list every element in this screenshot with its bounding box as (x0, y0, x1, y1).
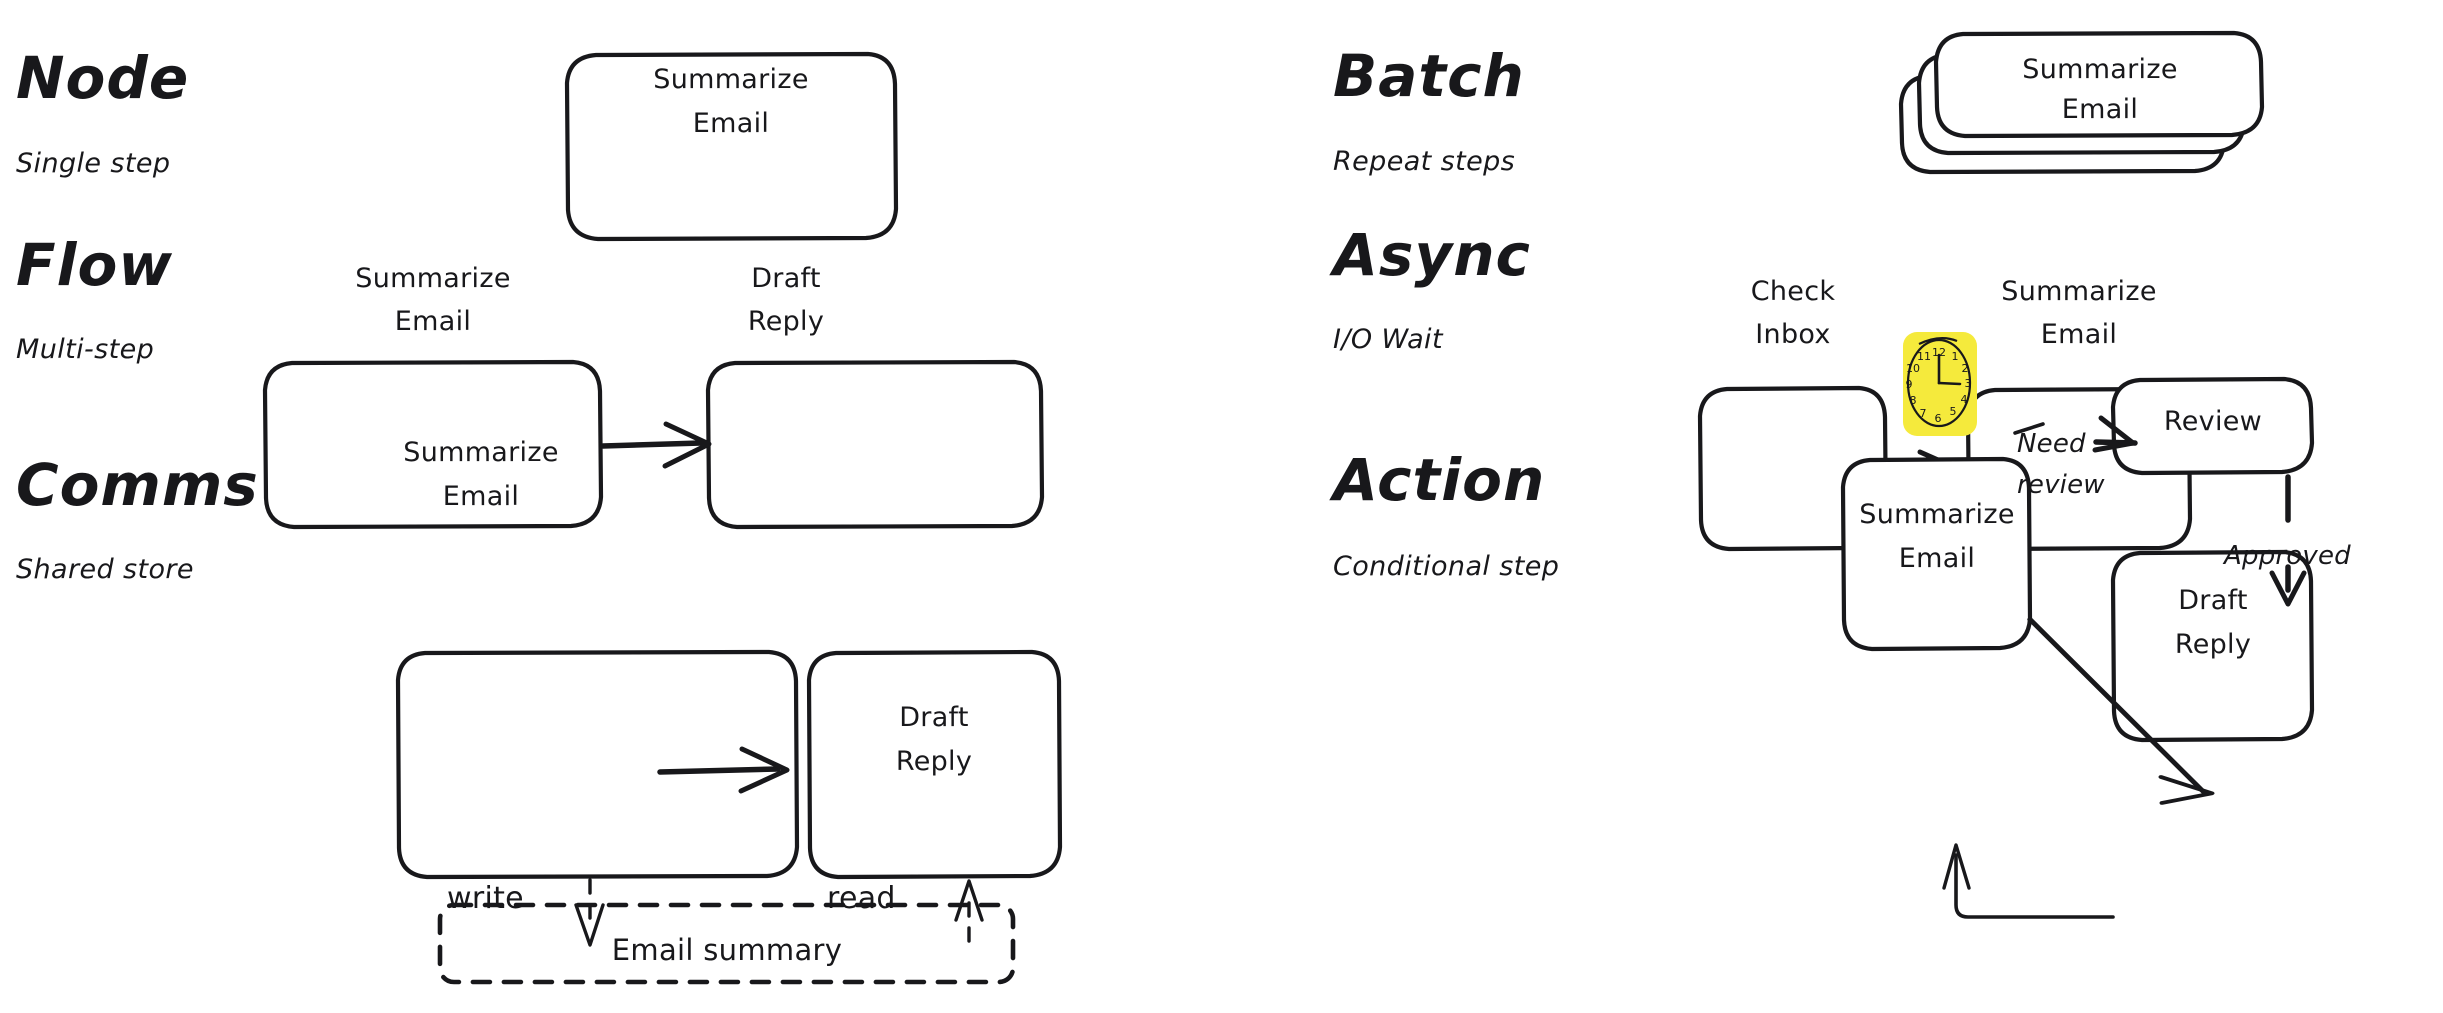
concept-subtitle-comms: Shared store (16, 554, 194, 585)
batch-card-front (1933, 30, 2265, 139)
node-summarize-email[interactable]: Summarize Email (564, 51, 899, 242)
clock-numeral-5: 5 (1950, 405, 1957, 418)
clock-numeral-7: 7 (1920, 407, 1927, 420)
flow-node2-line1: Draft (751, 263, 821, 294)
concept-action: Action Conditional step Summarize Email … (1329, 376, 2351, 919)
action-node-review[interactable]: Review (2110, 376, 2315, 476)
concept-title-action: Action (1329, 446, 1545, 514)
clock-numeral-4: 4 (1961, 393, 1968, 406)
comms-node1-line1: Summarize (403, 437, 559, 468)
concept-subtitle-action: Conditional step (1333, 551, 1559, 582)
action-need-label: Need (2017, 429, 2086, 459)
concept-subtitle-flow: Multi-step (16, 334, 154, 365)
action-node1-line2: Email (1899, 543, 1975, 574)
flow-node-draft-reply[interactable]: Draft Reply (705, 263, 1045, 530)
action-node-summarize-email[interactable]: Summarize Email (1840, 456, 2033, 652)
action-node3-line1: Draft (2178, 585, 2248, 616)
clock-numeral-3: 3 (1965, 377, 1972, 390)
comms-read-edge: read (827, 879, 984, 947)
comms-node2-line1: Draft (899, 702, 969, 733)
concept-title-async: Async (1329, 221, 1531, 289)
batch-label-line1: Summarize (2022, 54, 2178, 85)
node-label-line1: Summarize (653, 64, 809, 95)
flow-node-summarize-email[interactable]: Summarize Email (262, 263, 604, 530)
action-edge-approved: Approved (2222, 474, 2351, 607)
clock-numeral-11: 11 (1917, 350, 1931, 363)
async-node2-line1: Summarize (2001, 276, 2157, 307)
batch-label-line2: Email (2062, 94, 2138, 125)
flow-node1-line1: Summarize (355, 263, 511, 294)
action-edge-need-review: Need review (2013, 415, 2138, 500)
comms-node2-line2: Reply (896, 746, 972, 777)
comms-node-summarize-email[interactable]: Summarize Email (395, 437, 800, 880)
flow-edge-arrow (600, 421, 712, 469)
async-node1-line1: Check (1751, 276, 1836, 307)
async-node-check-inbox[interactable]: Check Inbox (1697, 276, 1889, 552)
concept-title-node: Node (16, 44, 189, 112)
comms-node1-line2: Email (443, 481, 519, 512)
comms-shared-store[interactable]: Email summary (437, 902, 1016, 985)
clock-numeral-10: 10 (1906, 362, 1920, 375)
concept-flow: Flow Multi-step Summarize Email Draft Re… (16, 231, 1045, 530)
flow-node2-line2: Reply (748, 306, 824, 337)
comms-write-label: write (447, 881, 524, 916)
clock-numeral-1: 1 (1952, 350, 1959, 363)
clock-numeral-2: 2 (1962, 362, 1969, 375)
comms-store-label: Email summary (612, 933, 842, 967)
action-node-draft-reply[interactable]: Draft Reply (2110, 549, 2315, 743)
clock-numeral-6: 6 (1935, 412, 1942, 425)
action-approved-label: Approved (2222, 541, 2351, 571)
concept-node: Node Single step Summarize Email (16, 44, 899, 242)
comms-read-label: read (827, 881, 896, 916)
concept-title-comms: Comms (16, 451, 259, 519)
concept-subtitle-async: I/O Wait (1333, 324, 1444, 355)
action-review-label: review (2017, 470, 2105, 500)
concept-title-flow: Flow (16, 231, 173, 299)
comms-write-edge: write (447, 878, 605, 947)
action-edge-draft-to-summarize (1942, 843, 2115, 919)
comms-node-draft-reply[interactable]: Draft Reply (806, 649, 1063, 880)
async-node1-line2: Inbox (1755, 319, 1830, 350)
action-edge-summarize-to-draft (2027, 617, 2215, 805)
clock-icon: 12 1 2 3 4 5 6 7 8 9 10 11 (1903, 332, 1977, 436)
concept-subtitle-node: Single step (16, 148, 170, 179)
flow-node1-line2: Email (395, 306, 471, 337)
clock-numeral-12: 12 (1932, 346, 1946, 359)
action-node2-line1: Review (2164, 406, 2262, 437)
clock-numeral-8: 8 (1910, 394, 1917, 407)
batch-card-stack[interactable]: Summarize Email (1898, 30, 2265, 175)
async-node2-line2: Email (2041, 319, 2117, 350)
action-node1-line1: Summarize (1859, 499, 2015, 530)
node-label-line2: Email (693, 108, 769, 139)
concept-batch: Batch Repeat steps Summarize Email (1333, 30, 2265, 177)
comms-edge-arrow (657, 746, 790, 794)
action-node3-line2: Reply (2175, 629, 2251, 660)
clock-numeral-9: 9 (1906, 378, 1913, 391)
concept-subtitle-batch: Repeat steps (1333, 146, 1515, 177)
concept-title-batch: Batch (1333, 42, 1525, 110)
concept-comms: Comms Shared store Summarize Email Draft… (16, 437, 1063, 985)
